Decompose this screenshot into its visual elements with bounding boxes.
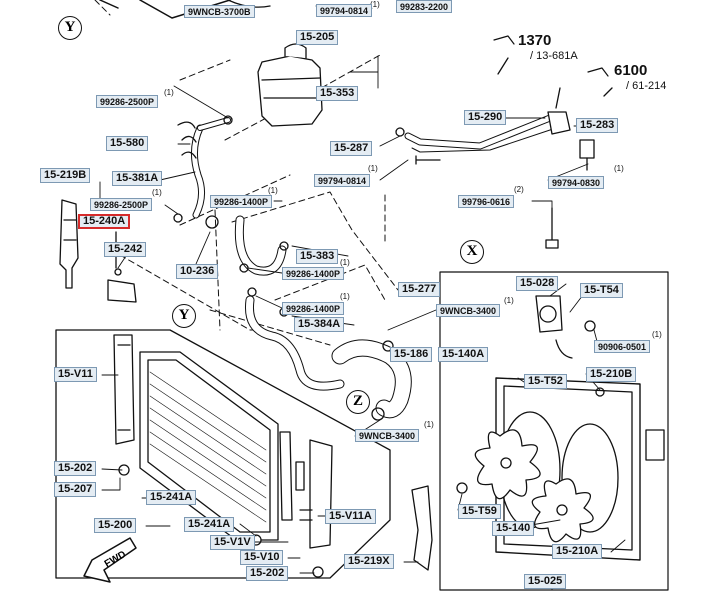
reference-subnumber: / 13-681A [530,50,578,62]
part-callout[interactable]: 15-200 [94,518,137,533]
part-callout[interactable]: 99794-0814 [316,4,373,17]
part-callout[interactable]: 15-381A [112,171,163,186]
part-callout[interactable]: 99794-0830 [548,176,605,189]
part-callout[interactable]: 99286-1400P [210,195,273,208]
part-callout[interactable]: 15-384A [294,317,345,332]
part-callout[interactable]: 15-219X [344,554,394,569]
part-callout[interactable]: 15-140 [492,521,535,536]
part-callout[interactable]: 99794-0814 [314,174,371,187]
part-callout[interactable]: 15-186 [390,347,433,362]
reference-number: 1370 [518,32,552,49]
part-qty: (1) [424,420,434,429]
part-callout[interactable]: 15-287 [330,141,373,156]
part-callout[interactable]: 15-383 [296,249,339,264]
part-callout[interactable]: 15-241A [146,490,197,505]
part-qty: (1) [652,330,662,339]
part-callout[interactable]: 15-202 [246,566,289,581]
part-callout[interactable]: 15-V11 [54,367,97,382]
part-callout[interactable]: 15-207 [54,482,97,497]
part-callout[interactable]: 10-236 [176,264,219,279]
part-callout[interactable]: 15-202 [54,461,97,476]
part-callout[interactable]: 15-210A [552,544,603,559]
part-qty: (1) [370,0,380,9]
part-callout-selected[interactable]: 15-240A [78,214,131,229]
part-callout[interactable]: 15-V1V [210,535,255,550]
part-callout[interactable]: 15-219B [40,168,91,183]
part-callout[interactable]: 99286-1400P [282,302,345,315]
part-callout[interactable]: 15-205 [296,30,339,45]
part-callout[interactable]: 15-028 [516,276,559,291]
part-callout[interactable]: 99286-1400P [282,267,345,280]
part-callout[interactable]: 9WNCB-3400 [436,304,501,317]
part-callout[interactable]: 15-V10 [240,550,284,565]
part-callout[interactable]: 15-210B [586,367,637,382]
part-callout[interactable]: 15-T59 [458,504,501,519]
part-callout[interactable]: 99286-2500P [90,198,153,211]
reference-1370[interactable]: 1370 / 13-681A [518,32,578,62]
part-callout[interactable]: 15-580 [106,136,149,151]
reference-subnumber: / 61-214 [626,80,667,92]
part-callout[interactable]: 15-277 [398,282,441,297]
part-callout[interactable]: 15-140A [438,347,489,362]
part-callout[interactable]: 15-242 [104,242,147,257]
part-qty: (1) [340,292,350,301]
part-callout[interactable]: 15-241A [184,517,235,532]
part-callout[interactable]: 9WNCB-3700B [184,5,255,18]
part-callout[interactable]: 9WNCB-3400 [355,429,420,442]
view-marker-y: Y [58,16,82,40]
part-callout[interactable]: 15-290 [464,110,507,125]
part-qty: (1) [268,186,278,195]
part-callout[interactable]: 99286-2500P [96,95,159,108]
part-callout[interactable]: 15-283 [576,118,619,133]
part-qty: (1) [504,296,514,305]
part-callout[interactable]: 99796-0616 [458,195,515,208]
view-marker-z: Z [346,390,370,414]
part-callout[interactable]: 15-V11A [325,509,376,524]
part-callout[interactable]: 90906-0501 [594,340,651,353]
part-callout[interactable]: 15-025 [524,574,567,589]
view-marker-y: Y [172,304,196,328]
part-qty: (1) [152,188,162,197]
view-marker-x: X [460,240,484,264]
reference-6100[interactable]: 6100 / 61-214 [614,62,666,92]
part-qty: (1) [368,164,378,173]
reference-number: 6100 [614,62,648,79]
part-callout[interactable]: 15-T54 [580,283,623,298]
part-qty: (1) [614,164,624,173]
part-callout[interactable]: 15-T52 [524,374,567,389]
part-qty: (2) [514,185,524,194]
part-callout[interactable]: 99283-2200 [396,0,453,13]
part-callout[interactable]: 15-353 [316,86,359,101]
part-qty: (1) [340,258,350,267]
part-qty: (1) [164,88,174,97]
